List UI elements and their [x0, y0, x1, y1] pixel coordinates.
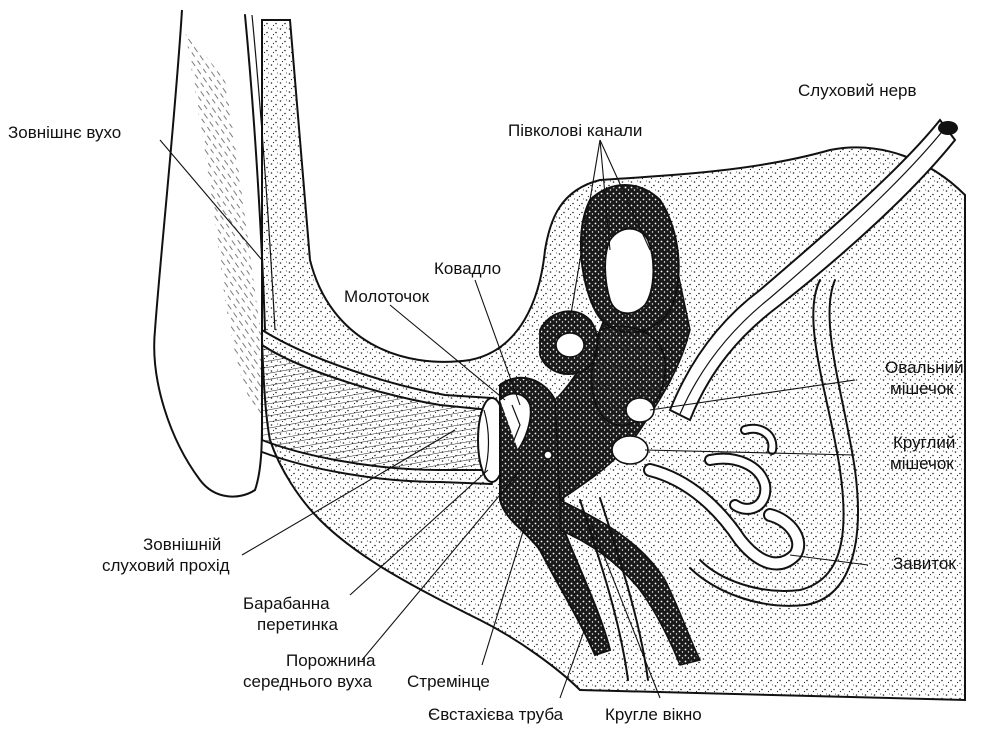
label-middle-ear-2: середнього вуха — [243, 672, 373, 691]
label-eardrum-2: перетинка — [257, 615, 338, 634]
utricle-shape — [626, 398, 654, 422]
stapes-shape — [544, 451, 552, 459]
label-round-window: Кругле вікно — [605, 705, 702, 724]
label-utricle-2: мішечок — [890, 379, 954, 398]
label-malleus: Молоточок — [344, 287, 430, 306]
label-saccule-2: мішечок — [890, 454, 954, 473]
label-incus: Ковадло — [434, 259, 501, 278]
label-stapes: Стремінце — [407, 672, 490, 691]
label-eardrum-1: Барабанна — [243, 594, 330, 613]
label-saccule-1: Круглий — [893, 433, 955, 452]
label-auditory-nerve: Слуховий нерв — [798, 81, 917, 100]
label-outer-ear: Зовнішнє вухо — [8, 123, 121, 142]
label-utricle-1: Овальний — [885, 358, 964, 377]
saccule-shape — [612, 436, 648, 464]
label-middle-ear-1: Порожнина — [286, 651, 376, 670]
label-ear-canal-2: слуховий прохід — [102, 556, 230, 575]
label-eustachian-tube: Євстахієва труба — [428, 705, 564, 724]
label-ear-canal-1: Зовнішній — [143, 535, 221, 554]
label-semicircular-canals: Півколові канали — [508, 121, 642, 140]
label-cochlea: Завиток — [893, 554, 956, 573]
